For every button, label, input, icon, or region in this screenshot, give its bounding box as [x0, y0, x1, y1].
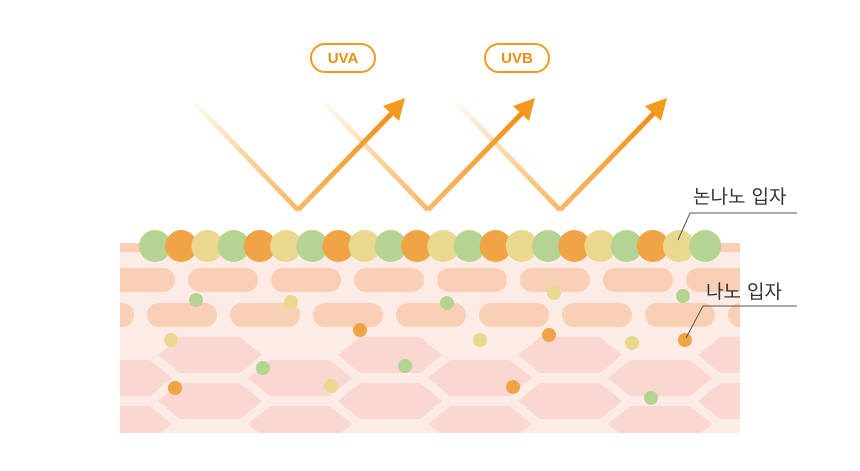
brick-cell: [562, 303, 632, 327]
nano-particle: [168, 381, 182, 395]
brick-cell: [120, 303, 134, 327]
nano-leader: [685, 305, 797, 339]
hex-cell: [120, 360, 172, 396]
nano-particle: [353, 323, 367, 337]
non-nano-leader: [677, 212, 797, 241]
hex-cell: [158, 383, 262, 419]
nano-particle: [644, 391, 658, 405]
brick-cell: [437, 268, 507, 292]
uv-reflected-ray: [558, 106, 661, 212]
brick-cell: [271, 268, 341, 292]
nano-particle: [625, 336, 639, 350]
nano-particles: [164, 286, 692, 405]
non-nano-particle: [139, 230, 171, 262]
arrowhead-icon: [645, 98, 667, 121]
non-nano-particle: [374, 230, 407, 262]
brick-cell: [354, 268, 424, 292]
non-nano-particle: [296, 230, 329, 262]
non-nano-particle: [505, 230, 538, 262]
uvb-badge: UVB: [484, 43, 550, 73]
nano-particle: [324, 379, 338, 393]
non-nano-particle: [165, 230, 198, 262]
arrowhead-icon: [383, 98, 405, 121]
hex-cell: [698, 337, 740, 373]
nano-particle: [542, 328, 556, 342]
non-nano-particle: [427, 230, 460, 262]
non-nano-particle: [191, 230, 224, 262]
non-nano-particle: [243, 230, 276, 262]
uv-incoming-ray: [318, 96, 430, 212]
hex-cell: [518, 337, 622, 373]
non-nano-particle: [532, 230, 564, 262]
hex-cell: [248, 406, 352, 433]
brick-cell: [396, 303, 466, 327]
nano-particle: [440, 296, 454, 310]
nano-label: 나노 입자: [706, 281, 782, 303]
uv-reflected-ray: [426, 106, 529, 212]
non-nano-particle: [453, 230, 486, 262]
non-nano-particle: [479, 230, 512, 262]
uva-badge: UVA: [310, 43, 376, 73]
hex-cell: [698, 383, 740, 419]
hex-cell: [338, 337, 442, 373]
non-nano-particle: [689, 230, 722, 262]
hex-cell: [120, 406, 172, 433]
non-nano-particle: [558, 230, 591, 262]
nano-particle: [256, 361, 270, 375]
brick-cell: [520, 268, 590, 292]
nano-particle: [506, 380, 520, 394]
non-nano-particle: [217, 230, 250, 262]
hex-cell: [158, 337, 262, 373]
brick-cell: [230, 303, 300, 327]
non-nano-particle: [584, 230, 617, 262]
brick-cell: [313, 303, 383, 327]
hex-cell: [608, 360, 712, 396]
nano-particle: [398, 359, 412, 373]
non-nano-label: 논나노 입자: [693, 186, 787, 208]
nano-particle: [547, 286, 561, 300]
uv-reflected-ray: [296, 106, 399, 212]
non-nano-particle: [322, 230, 355, 262]
brick-cell: [728, 303, 740, 327]
non-nano-particles: [139, 230, 722, 262]
brick-cell: [188, 268, 258, 292]
non-nano-particle: [348, 230, 381, 262]
nano-particle: [189, 293, 203, 307]
hex-cell: [338, 383, 442, 419]
non-nano-particle: [636, 230, 669, 262]
nano-particle: [473, 333, 487, 347]
non-nano-particle: [270, 230, 302, 262]
brick-cell: [147, 303, 217, 327]
leader-lines: [677, 212, 797, 339]
brick-cell: [603, 268, 673, 292]
non-nano-particle: [401, 230, 433, 262]
hex-cell: [518, 383, 622, 419]
non-nano-particle: [610, 230, 643, 262]
hex-cell: [608, 406, 712, 433]
nano-particle: [284, 295, 298, 309]
uv-arrows: [188, 96, 667, 212]
hex-cell: [428, 406, 532, 433]
brick-cell: [120, 268, 175, 292]
nano-particle: [678, 333, 692, 347]
non-nano-particle: [663, 230, 695, 262]
nano-particle: [676, 289, 690, 303]
arrowhead-icon: [513, 98, 535, 121]
brick-cell: [645, 303, 715, 327]
uv-incoming-ray: [450, 96, 562, 212]
brick-cell: [686, 268, 740, 292]
nano-particle: [164, 333, 178, 347]
uv-incoming-ray: [188, 96, 300, 212]
brick-cell: [479, 303, 549, 327]
